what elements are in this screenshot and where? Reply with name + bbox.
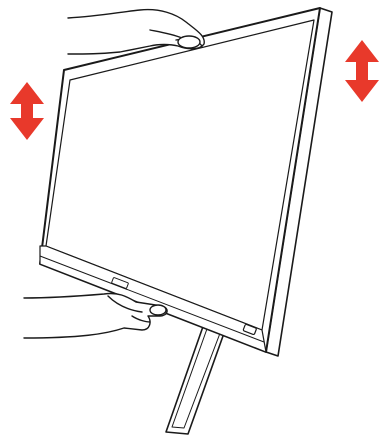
top-hand [68,10,204,54]
monitor-stand [166,318,228,434]
up-down-arrow-icon [345,40,379,102]
up-down-arrow-icon [10,82,44,140]
